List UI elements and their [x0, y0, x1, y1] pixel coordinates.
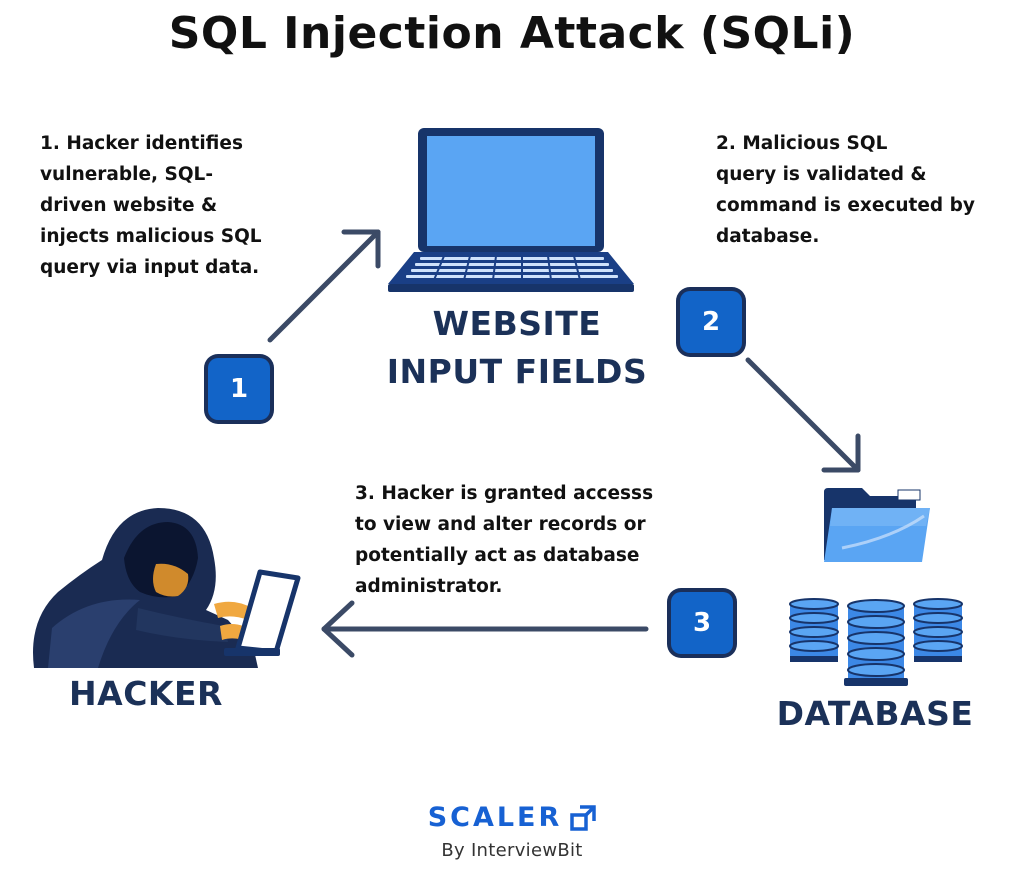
- step-3-description: 3. Hacker is granted accesss to view and…: [355, 483, 654, 597]
- page-title: SQL Injection Attack (SQLi): [168, 8, 856, 59]
- brand-name: SCALER: [427, 802, 563, 833]
- database-label: DATABASE: [776, 694, 974, 733]
- step-3-badge: 3: [671, 592, 733, 654]
- step-1-badge: 1: [208, 358, 270, 420]
- step-2-badge: 2: [680, 291, 742, 353]
- hacker-label: HACKER: [69, 674, 223, 713]
- website-label: WEBSITE INPUT FIELDS: [386, 304, 648, 391]
- hacker-illustration: [33, 508, 301, 668]
- laptop-icon: [388, 128, 634, 292]
- folder-icon: [824, 488, 930, 562]
- brand-footer: SCALER By InterviewBit: [0, 800, 1024, 861]
- brand-name-row: SCALER: [428, 800, 597, 836]
- brand-tagline: By InterviewBit: [441, 840, 583, 861]
- scaler-logo-icon: [570, 805, 597, 831]
- step-1-description: 1. Hacker identifies vulnerable, SQL- dr…: [40, 133, 262, 278]
- database-icon: [789, 598, 963, 686]
- step-2-description: 2. Malicious SQL query is validated & co…: [716, 133, 975, 247]
